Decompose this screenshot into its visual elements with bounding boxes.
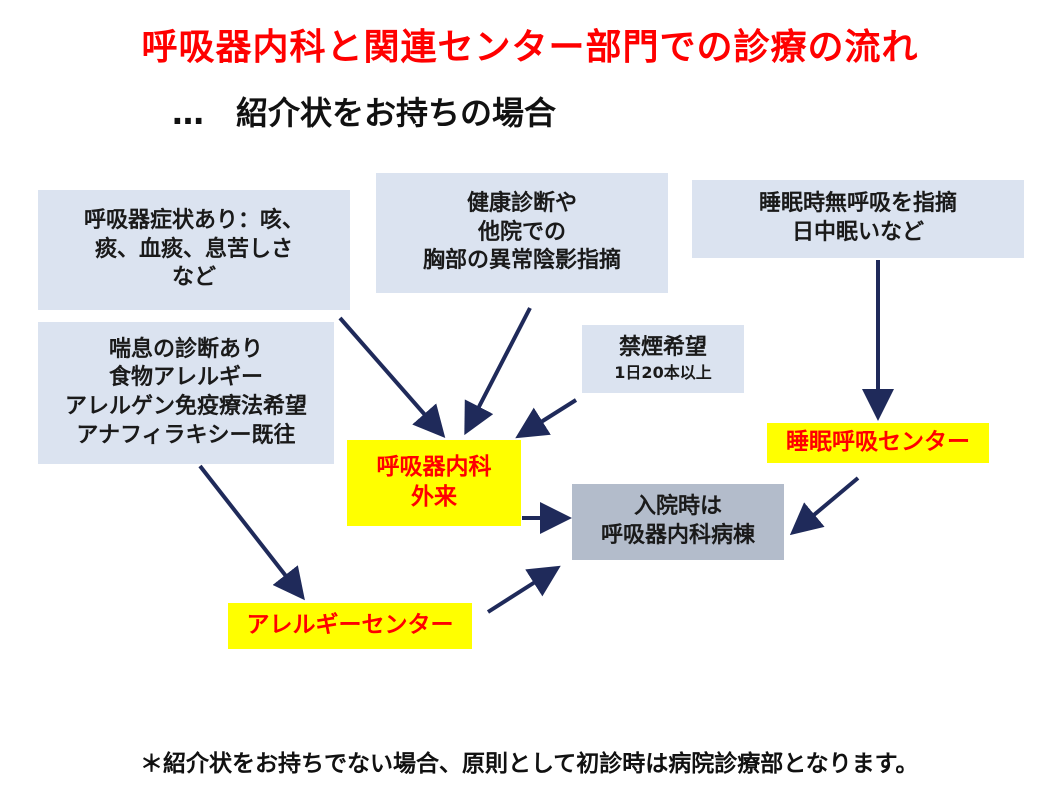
allergy-center-label: アレルギーセンター — [246, 612, 454, 639]
sleep-apnea-line: 日中眠いなど — [791, 220, 924, 245]
sleep-center-box: 睡眠呼吸センター — [767, 423, 989, 463]
arrow-asthma-to-allergy-center — [198, 464, 305, 601]
sleep-apnea-box: 睡眠時無呼吸を指摘 日中眠いなど — [692, 180, 1024, 258]
allergy-center-box: アレルギーセンター — [228, 603, 472, 649]
asthma-line: 喘息の診断あり — [108, 336, 263, 362]
symptoms-line: 呼吸器症状あり：咳、 — [83, 208, 304, 234]
outpatient-line: 外来 — [411, 484, 457, 510]
symptoms-line: 痰、血痰、息苦しさ — [94, 236, 293, 262]
arrow-smoking-to-outpatient — [515, 398, 578, 439]
symptoms-box: 呼吸器症状あり：咳、 痰、血痰、息苦しさ など — [38, 190, 350, 310]
arrow-checkup-to-outpatient — [464, 307, 532, 436]
ward-line: 入院時は — [633, 494, 722, 520]
respiratory-outpatient-box: 呼吸器内科 外来 — [347, 440, 521, 526]
checkup-line: 健康診断や — [466, 191, 577, 217]
page-subtitle: … 紹介状をお持ちの場合 — [172, 94, 557, 132]
asthma-line: 食物アレルギー — [108, 365, 263, 391]
smoking-subtitle: 1日20本以上 — [614, 362, 712, 382]
asthma-line: アナフィラキシー既往 — [76, 422, 296, 448]
sleep-center-label: 睡眠呼吸センター — [786, 429, 970, 456]
page-title: 呼吸器内科と関連センター部門での診療の流れ — [141, 27, 919, 68]
arrow-allergy-center-to-ward — [486, 565, 561, 614]
arrow-symptoms-to-outpatient — [338, 316, 446, 439]
checkup-line: 他院での — [477, 219, 566, 245]
footnote: ＊紹介状をお持ちでない場合、原則として初診時は病院診療部となります。 — [140, 751, 919, 777]
sleep-apnea-line: 睡眠時無呼吸を指摘 — [758, 191, 957, 217]
asthma-line: アレルゲン免疫療法希望 — [64, 394, 307, 419]
checkup-line: 胸部の異常陰影指摘 — [422, 248, 621, 274]
smoking-box: 禁煙希望 1日20本以上 — [582, 325, 744, 393]
smoking-title: 禁煙希望 — [618, 335, 707, 361]
ward-line: 呼吸器内科病棟 — [600, 523, 755, 548]
checkup-box: 健康診断や 他院での 胸部の異常陰影指摘 — [376, 173, 668, 293]
ward-box: 入院時は 呼吸器内科病棟 — [572, 484, 784, 560]
symptoms-line: など — [171, 265, 216, 291]
arrow-sleep-center-to-ward — [789, 476, 860, 536]
asthma-box: 喘息の診断あり 食物アレルギー アレルゲン免疫療法希望 アナフィラキシー既往 — [38, 322, 334, 464]
outpatient-line: 呼吸器内科 — [376, 454, 492, 481]
